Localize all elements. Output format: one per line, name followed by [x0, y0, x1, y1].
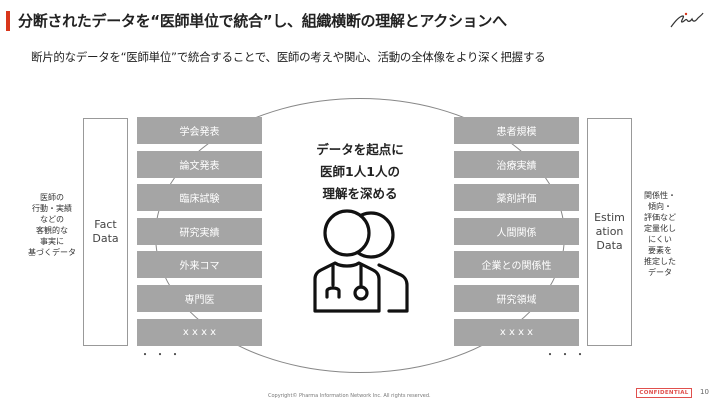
estimation-data-box: Estim ation Data [587, 118, 632, 346]
estimation-item: 研究領域 [454, 284, 579, 312]
estimation-data-label: Estim ation Data [594, 211, 625, 252]
fact-item: 学会発表 [137, 117, 262, 144]
estimation-item: 薬剤評価 [454, 184, 579, 212]
fact-data-list: 学会発表 論文発表 臨床試験 研究実績 外来コマ 専門医 x x x x [137, 117, 262, 352]
fact-item: 専門医 [137, 284, 262, 312]
fact-data-box: Fact Data [83, 118, 128, 346]
fact-item: 外来コマ [137, 251, 262, 279]
page-number: 10 [700, 388, 709, 396]
fact-ellipsis: ・・・ [140, 350, 185, 361]
confidential-badge: CONFIDENTIAL [636, 388, 692, 398]
fact-item: x x x x [137, 318, 262, 346]
fact-data-label: Fact Data [92, 218, 119, 245]
estimation-data-list: 患者規模 治療実績 薬剤評価 人間関係 企業との関係性 研究領域 x x x x [454, 117, 579, 352]
copyright-text: Copyright© Pharma Information Network In… [268, 393, 431, 399]
estimation-item: 治療実績 [454, 150, 579, 178]
confidential-label: CONFIDENTIAL [639, 390, 689, 396]
estimation-data-description: 関係性・ 傾向・ 評価など 定量化し にくい 要素を 推定した データ [644, 191, 676, 277]
estimation-item: x x x x [454, 318, 579, 346]
fact-item: 臨床試験 [137, 184, 262, 212]
page-title: 分断されたデータを“医師単位で統合”し、組織横断の理解とアクションへ [18, 12, 507, 30]
signature-logo-icon [670, 12, 704, 28]
estimation-item: 患者規模 [454, 117, 579, 144]
estimation-ellipsis: ・・・ [545, 350, 590, 361]
fact-item: 論文発表 [137, 150, 262, 178]
estimation-item: 人間関係 [454, 217, 579, 245]
fact-data-description: 医師の 行動・実績 などの 客観的な 事実に 基づくデータ [28, 193, 76, 257]
doctors-icon [313, 209, 409, 313]
estimation-item: 企業との関係性 [454, 251, 579, 279]
center-message: データを起点に 医師1人1人の 理解を深める [316, 142, 404, 201]
subtitle: 断片的なデータを“医師単位”で統合することで、医師の考えや関心、活動の全体像をよ… [31, 50, 546, 64]
title-accent-bar [6, 11, 10, 31]
fact-item: 研究実績 [137, 217, 262, 245]
